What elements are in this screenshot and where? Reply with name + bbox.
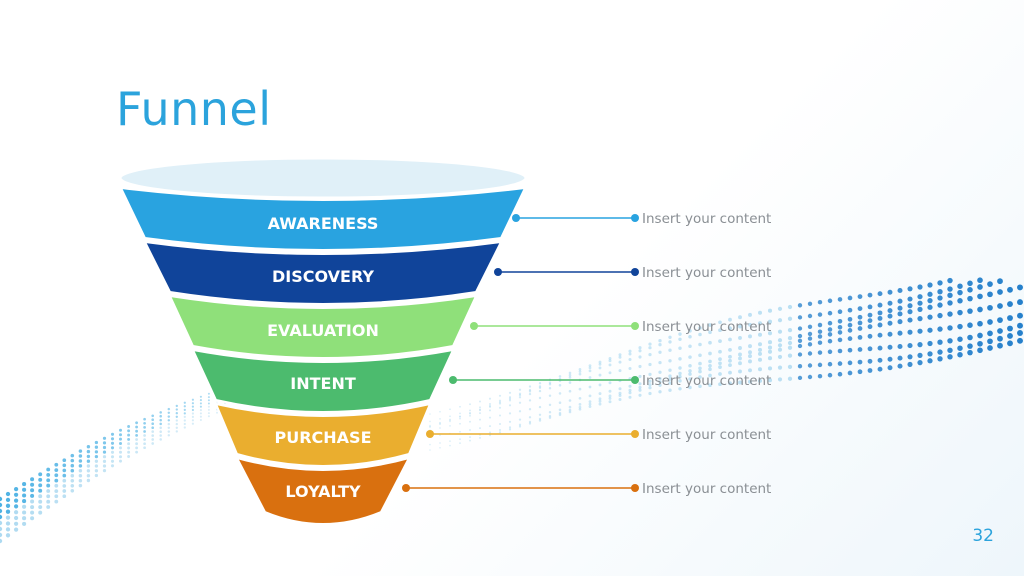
- stage-content-text: Insert your content: [642, 427, 771, 443]
- connector-dot-end: [631, 214, 639, 222]
- funnel-band: [235, 456, 411, 525]
- funnel-stage-loyalty: LOYALTY: [235, 456, 411, 525]
- funnel-rim: [118, 156, 528, 200]
- stage-content-text: Insert your content: [642, 373, 771, 389]
- stage-content-text: Insert your content: [642, 265, 771, 281]
- connector-evaluation: Insert your content: [470, 319, 771, 335]
- connector-dot-end: [631, 430, 639, 438]
- stage-label: PURCHASE: [274, 428, 371, 447]
- connector-loyalty: Insert your content: [402, 481, 771, 497]
- funnel-stage-discovery: DISCOVERY: [143, 240, 503, 305]
- funnel-band: [214, 402, 432, 467]
- funnel-band: [119, 186, 527, 251]
- funnel-stage-awareness: AWARENESS: [119, 186, 527, 251]
- connector-dot-end: [631, 484, 639, 492]
- page-number: 32: [972, 526, 994, 546]
- connector-dot-start: [426, 430, 434, 438]
- funnel-band: [191, 348, 455, 413]
- funnel-band: [143, 240, 503, 305]
- connector-dot-end: [631, 376, 639, 384]
- connector-dot-start: [512, 214, 520, 222]
- connector-dot-start: [470, 322, 478, 330]
- connector-dot-start: [494, 268, 502, 276]
- stage-content-text: Insert your content: [642, 319, 771, 335]
- stage-label: INTENT: [290, 374, 356, 393]
- connector-purchase: Insert your content: [426, 427, 771, 443]
- funnel-stage-intent: INTENT: [191, 348, 455, 413]
- connector-dot-end: [631, 322, 639, 330]
- stage-label: AWARENESS: [268, 214, 379, 233]
- stage-content-text: Insert your content: [642, 211, 771, 227]
- stage-label: LOYALTY: [285, 482, 361, 501]
- funnel-band: [168, 294, 478, 359]
- funnel-stage-purchase: PURCHASE: [214, 402, 432, 467]
- slide-title: Funnel: [116, 82, 272, 136]
- funnel-stage-evaluation: EVALUATION: [168, 294, 478, 359]
- connector-dot-start: [402, 484, 410, 492]
- connector-intent: Insert your content: [449, 373, 771, 389]
- connector-dot-end: [631, 268, 639, 276]
- connector-dot-start: [449, 376, 457, 384]
- connector-awareness: Insert your content: [512, 211, 771, 227]
- stage-label: EVALUATION: [267, 321, 379, 340]
- stage-label: DISCOVERY: [272, 267, 374, 286]
- connector-discovery: Insert your content: [494, 265, 771, 281]
- stage-content-text: Insert your content: [642, 481, 771, 497]
